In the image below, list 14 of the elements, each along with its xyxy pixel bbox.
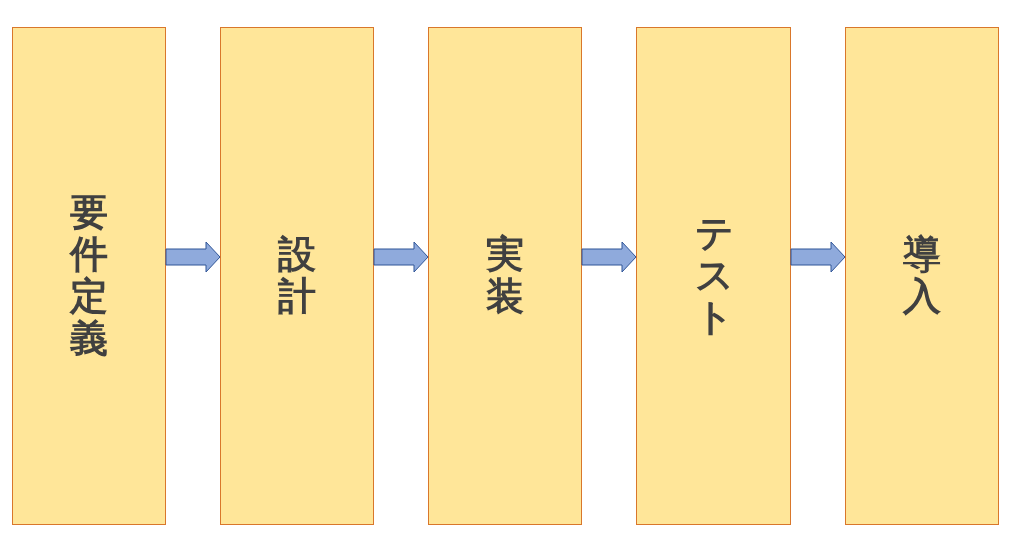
process-box	[845, 27, 999, 525]
process-box	[220, 27, 374, 525]
process-box	[636, 27, 791, 525]
process-label: 設計	[278, 234, 316, 318]
block-arrow	[373, 241, 429, 273]
block-arrow	[790, 241, 846, 273]
block-arrow	[165, 241, 221, 273]
process-box	[12, 27, 166, 525]
process-label: 要件定義	[70, 192, 108, 360]
process-label: 実装	[486, 234, 524, 318]
block-arrow	[581, 241, 637, 273]
process-box	[428, 27, 582, 525]
process-label: テスト	[694, 213, 733, 339]
process-label: 導入	[903, 234, 941, 318]
